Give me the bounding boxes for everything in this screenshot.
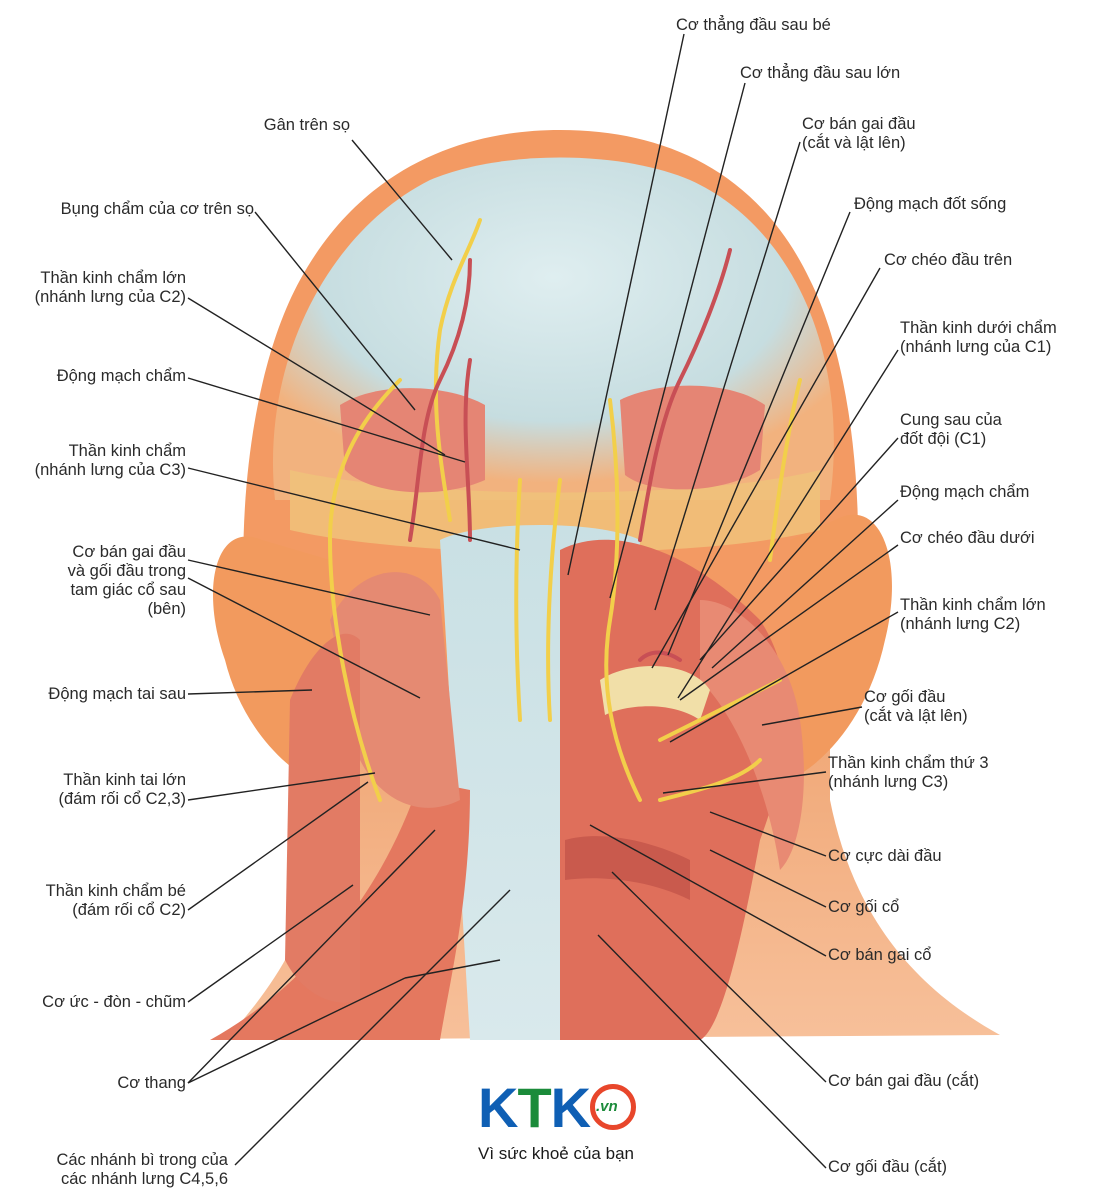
occipitalis-left: [340, 388, 485, 493]
atlas-arch: [600, 666, 710, 720]
leader-lines-left: [187, 139, 521, 1166]
right-ear: [790, 514, 892, 780]
label-than-kinh-duoi-cham: Thần kinh dưới chẩm (nhánh lưng của C1): [900, 319, 1057, 356]
label-co-cheo-dau-duoi: Cơ chéo đầu dưới: [900, 529, 1035, 547]
label-co-goi-dau-cat: Cơ gối đầu (cắt): [828, 1158, 948, 1176]
label-than-kinh-tai-lon: Thần kinh tai lớn (đám rối cổ C2,3): [58, 771, 186, 808]
label-co-cuc-dai-dau: Cơ cực dài đầu: [828, 847, 942, 865]
label-co-goi-dau-cat-lat: Cơ gối đầu (cắt và lật lên): [864, 688, 968, 725]
logo-domain: .vn: [596, 1098, 618, 1115]
logo-ring-icon: [590, 1084, 636, 1130]
label-co-ban-gai-dau-cat-lat: Cơ bán gai đầu (cắt và lật lên): [802, 115, 916, 152]
label-co-cheo-dau-tren: Cơ chéo đầu trên: [884, 251, 1013, 269]
sternocleidomastoid-left: [285, 633, 360, 1003]
label-co-thang: Cơ thang: [117, 1074, 186, 1092]
label-bung-cham: Bụng chẩm của cơ trên sọ: [60, 200, 254, 218]
label-co-ban-gai-goi-dau: Cơ bán gai đầu và gối đầu trong tam giác…: [67, 543, 186, 618]
ktk-logo: KTK .vn Vì sức khoẻ của bạn: [478, 1078, 648, 1178]
label-than-kinh-cham-be: Thần kinh chẩm bé (đám rối cổ C2): [45, 882, 186, 919]
label-dong-mach-tai-sau: Động mạch tai sau: [48, 685, 186, 703]
logo-slogan: Vì sức khoẻ của bạn: [478, 1144, 634, 1163]
semispinalis-cut: [565, 836, 690, 900]
label-than-kinh-cham-lon-right: Thần kinh chẩm lớn (nhánh lưng C2): [900, 596, 1046, 633]
label-than-kinh-cham-left: Thần kinh chẩm (nhánh lưng của C3): [34, 442, 186, 479]
label-cac-nhanh-bi: Các nhánh bì trong của các nhánh lưng C4…: [56, 1151, 228, 1188]
label-gan-tren-so: Gân trên sọ: [263, 116, 350, 134]
label-co-uc-don-chum: Cơ ức - đòn - chũm: [42, 993, 186, 1011]
leader-lines-right: [567, 33, 899, 1169]
label-than-kinh-cham-lon-left: Thần kinh chẩm lớn (nhánh lưng của C2): [34, 269, 186, 306]
trapezius-left: [210, 780, 470, 1040]
logo-wordmark: KTK: [478, 1076, 591, 1139]
label-co-ban-gai-dau-cat: Cơ bán gai đầu (cắt): [828, 1072, 980, 1090]
label-co-thang-dau-sau-be: Cơ thẳng đầu sau bé: [676, 16, 831, 34]
label-cung-sau-dot-doi: Cung sau của đốt đội (C1): [900, 411, 1002, 448]
label-co-ban-gai-co: Cơ bán gai cổ: [828, 946, 932, 964]
arteries: [408, 248, 732, 662]
label-co-thang-dau-sau-lon: Cơ thẳng đầu sau lớn: [740, 64, 901, 82]
label-dong-mach-dot-song: Động mạch đốt sống: [854, 195, 1007, 213]
label-than-kinh-cham-thu-3: Thần kinh chẩm thứ 3 (nhánh lưng C3): [828, 754, 989, 791]
occipitalis-right: [620, 385, 765, 490]
label-dong-mach-cham-right: Động mạch chẩm: [900, 483, 1030, 501]
label-co-goi-co: Cơ gối cổ: [828, 898, 900, 916]
label-dong-mach-cham-left: Động mạch chẩm: [56, 367, 186, 385]
